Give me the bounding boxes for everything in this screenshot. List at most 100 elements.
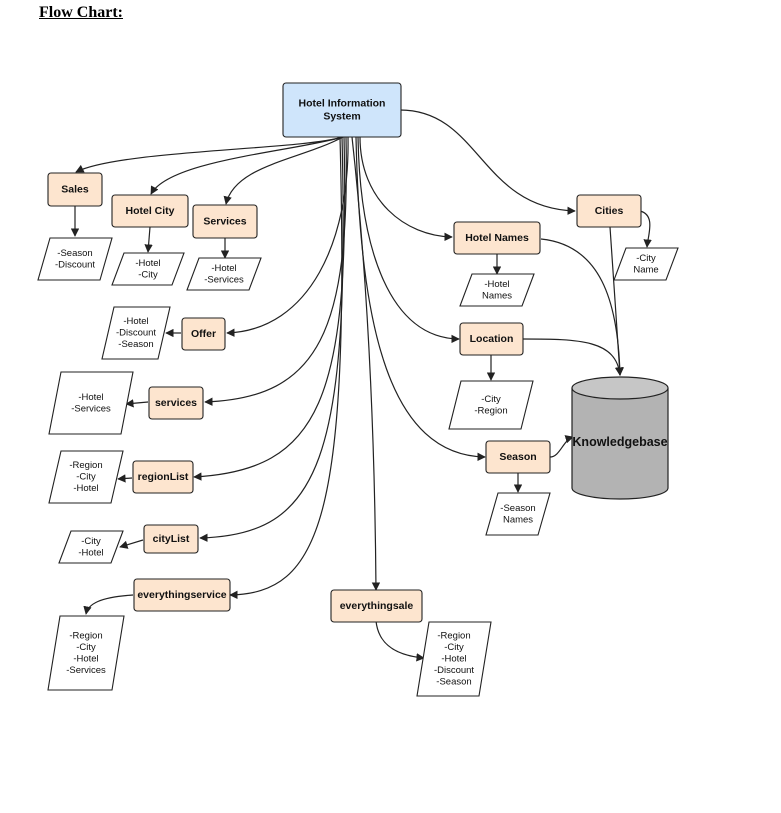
services-top-output-data: -Hotel-Services [186, 257, 262, 291]
node-label: Offer [191, 328, 216, 340]
output-item: -Hotel [135, 258, 160, 269]
edge-root-services [223, 136, 344, 205]
edge-root-hotel-names [359, 136, 453, 242]
edge-root-hotel-city [150, 136, 344, 195]
edge-everything-sale-output [375, 620, 425, 662]
output-parallelogram [37, 237, 113, 281]
node-box [282, 82, 402, 138]
edge-location-kb [522, 338, 624, 376]
node-box [111, 194, 189, 228]
region-list-node[interactable]: regionList [132, 460, 194, 494]
cities-node[interactable]: Cities [576, 194, 642, 228]
edge-services-mid-output [125, 399, 149, 408]
node-label: Hotel City [125, 205, 174, 217]
services-mid-node[interactable]: services [148, 386, 204, 420]
node-label: everythingsale [340, 600, 414, 612]
knowledgebase-database[interactable]: Knowledgebase [571, 376, 669, 500]
node-label: Cities [595, 205, 624, 217]
connector-layer [70, 109, 652, 662]
edge-root-everything-service [229, 136, 343, 600]
node-box [192, 204, 258, 239]
output-item: Names [503, 514, 533, 525]
output-item: -Hotel [211, 263, 236, 274]
output-parallelogram [186, 257, 262, 291]
hotel-city-node[interactable]: Hotel City [111, 194, 189, 228]
output-item: -City [76, 472, 96, 483]
node-box [148, 386, 204, 420]
node-label: Sales [61, 184, 89, 196]
edge-hotel-city-output [144, 226, 153, 253]
output-item: -Services [71, 403, 111, 414]
everything-service-node[interactable]: everythingservice [133, 578, 231, 612]
output-item: -Region [474, 405, 507, 416]
offer-node[interactable]: Offer [181, 317, 226, 351]
output-parallelogram [613, 247, 679, 281]
output-parallelogram [448, 380, 534, 430]
output-parallelogram [101, 306, 171, 360]
output-item: -City [636, 253, 656, 264]
output-item: -Services [66, 665, 106, 676]
output-item: -Discount [116, 328, 156, 339]
edge-root-region-list [193, 136, 346, 481]
edge-root-services-mid [204, 136, 347, 406]
edge-everything-service-output [83, 594, 134, 615]
node-box [181, 317, 226, 351]
hotel-names-node[interactable]: Hotel Names [453, 221, 541, 255]
region-list-output-data: -Region-City-Hotel [48, 450, 124, 504]
everything-sale-node[interactable]: everythingsale [330, 589, 423, 623]
edge-city-list-output [119, 539, 144, 549]
edge-root-everything-sale [351, 136, 381, 591]
output-parallelogram [111, 252, 185, 286]
season-node[interactable]: Season [485, 440, 551, 474]
flow-chart-heading: Flow Chart: [39, 4, 123, 21]
hotel-city-output-data: -Hotel-City [111, 252, 185, 286]
output-item: Names [482, 290, 512, 301]
location-node[interactable]: Location [459, 322, 524, 356]
output-item: -Season [436, 677, 471, 688]
output-item: -Hotel [78, 392, 103, 403]
node-label: regionList [138, 471, 189, 483]
output-item: -Season [500, 503, 535, 514]
output-parallelogram [459, 273, 535, 307]
services-top-node[interactable]: Services [192, 204, 258, 239]
output-item: -Hotel [484, 279, 509, 290]
output-parallelogram [416, 621, 492, 697]
output-item: -Discount [434, 665, 474, 676]
node-box [132, 460, 194, 494]
sales-node[interactable]: Sales [47, 172, 103, 207]
node-box [47, 172, 103, 207]
node-label: Location [470, 333, 514, 345]
node-label: cityList [153, 533, 190, 545]
node-label: System [323, 111, 360, 123]
output-parallelogram [48, 371, 134, 435]
node-box [459, 322, 524, 356]
output-item: -Region [437, 631, 470, 642]
node-box [143, 524, 199, 554]
output-item: Name [633, 264, 658, 275]
edge-season-kb [549, 435, 574, 458]
output-item: -City [138, 269, 158, 280]
services-mid-output-data: -Hotel-Services [48, 371, 134, 435]
output-item: -Discount [55, 259, 95, 270]
city-list-node[interactable]: cityList [143, 524, 199, 554]
node-box [330, 589, 423, 623]
edge-region-list-output [117, 474, 133, 483]
edge-root-sales [75, 136, 344, 173]
output-item: -Hotel [73, 653, 98, 664]
offer-output-data: -Hotel-Discount-Season [101, 306, 171, 360]
output-parallelogram [485, 492, 551, 536]
output-item: -Region [69, 630, 102, 641]
edge-root-location [357, 136, 460, 344]
database-body [571, 388, 669, 500]
output-item: -Season [118, 339, 153, 350]
output-item: -Hotel [78, 547, 103, 558]
output-item: -Hotel [123, 316, 148, 327]
output-item: -City [81, 536, 101, 547]
everything-sale-output-data: -Region-City-Hotel-Discount-Season [416, 621, 492, 697]
node-box [133, 578, 231, 612]
